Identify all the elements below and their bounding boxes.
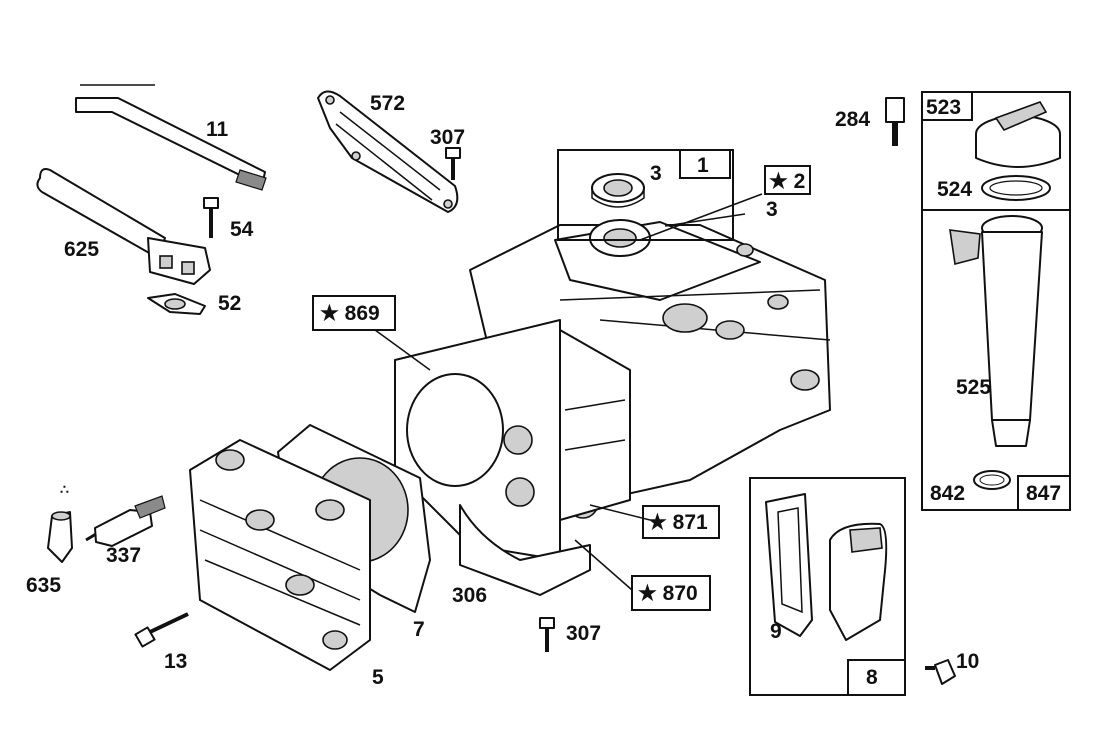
group-box-847 — [921, 91, 1071, 511]
label-572: 572 — [370, 92, 405, 115]
part-8-cover — [829, 522, 888, 641]
label-54: 54 — [230, 218, 254, 241]
part-307-bolt-bottom — [539, 617, 555, 652]
part-10-plug — [925, 659, 956, 685]
label-5: 5 — [372, 666, 384, 689]
part-5-cylinder-head — [189, 439, 371, 671]
part-284-fitting — [885, 97, 905, 146]
box-869 — [312, 295, 396, 331]
label-635: 635 — [26, 574, 61, 597]
box-2 — [764, 165, 811, 195]
svg-text:∴: ∴ — [60, 481, 69, 497]
part-3-seal — [591, 173, 645, 208]
group-box-1 — [557, 149, 734, 241]
label-8: 8 — [866, 666, 878, 689]
label-3-seal: 3 — [650, 162, 662, 185]
label-10: 10 — [956, 650, 979, 673]
label-306: 306 — [452, 584, 487, 607]
label-525: 525 — [956, 376, 991, 399]
label-307-top: 307 — [430, 126, 465, 149]
label-11: 11 — [206, 118, 229, 141]
label-842: 842 — [930, 482, 965, 505]
part-9-gasket — [765, 493, 813, 637]
part-307-bolt-top — [445, 147, 461, 180]
label-7: 7 — [413, 618, 425, 641]
box-871 — [642, 505, 720, 539]
label-307-bottom: 307 — [566, 622, 601, 645]
part-635-boot: ∴ — [47, 481, 73, 563]
part-52-gasket — [147, 293, 206, 315]
part-842-oring — [973, 470, 1011, 490]
box-870 — [631, 575, 711, 611]
label-52: 52 — [218, 292, 241, 315]
cylinder-block — [394, 219, 831, 561]
label-284: 284 — [835, 108, 870, 131]
leader-lines — [374, 193, 763, 591]
label-337: 337 — [106, 544, 141, 567]
label-13: 13 — [164, 650, 187, 673]
part-525-fill-tube — [949, 215, 1043, 447]
part-13-bolt — [134, 612, 189, 648]
label-870: ★ 870 — [638, 582, 698, 605]
part-11-tube — [75, 84, 267, 191]
part-625-sleeve — [36, 168, 211, 285]
part-337-spark-plug — [85, 495, 166, 547]
part-572-cover — [317, 90, 459, 213]
group-box-8 — [749, 477, 906, 696]
part-524-oring — [981, 175, 1051, 201]
label-3: 3 — [766, 198, 778, 221]
label-869: ★ 869 — [320, 302, 380, 325]
label-1: 1 — [697, 154, 709, 177]
label-523: 523 — [926, 96, 961, 119]
label-524: 524 — [937, 178, 972, 201]
label-2: ★ 2 — [769, 170, 805, 193]
part-523-cap — [975, 101, 1061, 168]
label-625: 625 — [64, 238, 99, 261]
part-54-bolt — [203, 197, 219, 238]
label-871: ★ 871 — [648, 511, 708, 534]
part-306-gasket — [459, 504, 591, 596]
label-847: 847 — [1026, 482, 1061, 505]
label-9: 9 — [770, 620, 782, 643]
